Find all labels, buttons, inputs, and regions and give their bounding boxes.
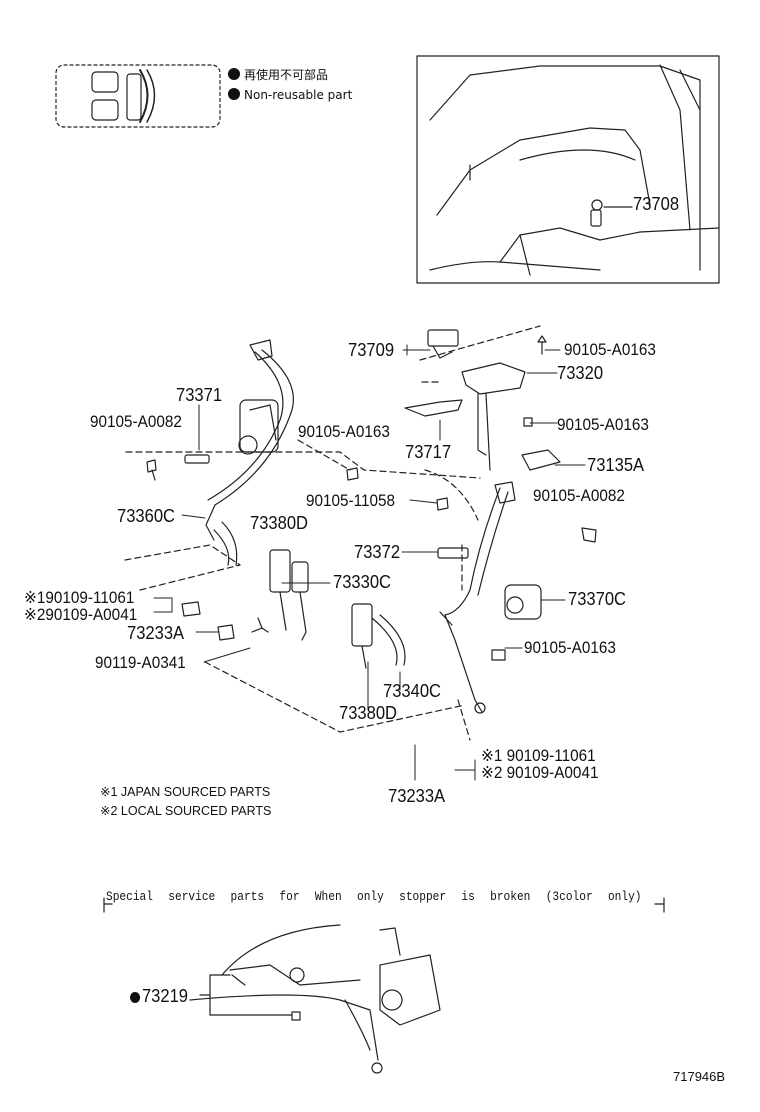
figure-id: 717946B	[673, 1069, 726, 1084]
right-seat-belt-assembly	[439, 481, 597, 714]
note-japan-sourced: ※1 JAPAN SOURCED PARTS	[100, 785, 271, 799]
part-73135a: 73135A	[587, 455, 645, 475]
part-90105-a0163-lower: 90105-A0163	[524, 638, 616, 657]
part-90105-a0082-right: 90105-A0082	[533, 486, 625, 505]
part-73709: 73709	[348, 340, 395, 360]
part-90105-a0082-left: 90105-A0082	[90, 412, 182, 431]
part-73233a-right: 73233A	[388, 786, 446, 806]
legend-en: Non-reusable part	[228, 88, 352, 101]
part-73717: 73717	[405, 442, 452, 462]
special-service-inset	[103, 897, 665, 1074]
part-90119-a0341: 90119-A0341	[95, 653, 186, 672]
non-reusable-bullet-icon	[130, 992, 141, 1003]
part-73320: 73320	[557, 363, 604, 383]
part-90105-a0163-top: 90105-A0163	[564, 340, 656, 359]
part-73380d-upper: 73380D	[250, 513, 309, 533]
legend-jp-text: 再使用不可部品	[244, 68, 329, 82]
part-73360c: 73360C	[117, 506, 176, 526]
part-73340c: 73340C	[383, 681, 442, 701]
leader-lines	[153, 344, 586, 781]
legend-en-text: Non-reusable part	[244, 88, 353, 102]
vehicle-location-icon	[55, 64, 221, 128]
part-73219-label: 73219	[130, 987, 188, 1005]
note-local-sourced: ※2 LOCAL SOURCED PARTS	[100, 804, 272, 818]
part-90105-a0163-mid: 90105-A0163	[557, 415, 649, 434]
part-73380d-lower: 73380D	[339, 703, 398, 723]
part-90105-a0163-center: 90105-A0163	[298, 422, 390, 441]
part-73233a-left: 73233A	[127, 623, 185, 643]
part-90109-11061-right: ※1 90109-11061	[481, 746, 596, 765]
part-73219: 73219	[141, 986, 189, 1006]
upper-anchor-parts	[346, 329, 561, 511]
inset-view	[416, 55, 720, 284]
callout-dashes	[124, 325, 541, 741]
part-73370c: 73370C	[568, 589, 627, 609]
part-90109-11061-left: ※190109-11061	[24, 588, 135, 607]
part-73330c: 73330C	[333, 572, 392, 592]
part-73372: 73372	[354, 542, 401, 562]
non-reusable-bullet-icon	[228, 68, 240, 80]
part-90109-a0041-right: ※2 90109-A0041	[481, 763, 599, 782]
part-90105-11058: 90105-11058	[306, 491, 396, 510]
special-service-caption: Special service parts for When only stop…	[106, 889, 642, 904]
part-90109-a0041-left: ※290109-A0041	[24, 605, 138, 624]
legend-jp: 再使用不可部品	[228, 68, 328, 81]
part-73371: 73371	[176, 385, 223, 405]
left-seat-belt-assembly	[146, 339, 294, 566]
non-reusable-bullet-icon	[228, 88, 240, 100]
part-73708: 73708	[633, 194, 680, 214]
buckle-assemblies	[181, 547, 469, 669]
